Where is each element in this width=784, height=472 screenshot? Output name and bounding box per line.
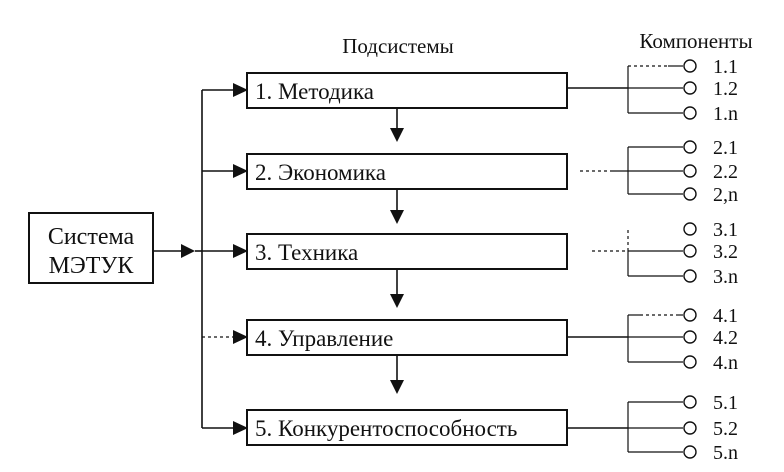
component-node xyxy=(683,106,697,120)
subsystem-label: 5. Конкурентоспособность xyxy=(255,416,517,441)
system-label-line1: Система xyxy=(48,224,135,250)
system-box xyxy=(28,212,154,284)
system-label-line2: МЭТУК xyxy=(49,253,135,279)
component-node xyxy=(683,140,697,154)
component-label: 2.2 xyxy=(713,161,738,183)
component-node xyxy=(683,222,697,236)
component-node xyxy=(683,308,697,322)
subsystem-box xyxy=(246,409,568,446)
component-node xyxy=(683,244,697,258)
component-label: 3.1 xyxy=(713,219,738,241)
component-label: 5.n xyxy=(713,442,738,464)
component-label: 1.1 xyxy=(713,56,738,78)
component-node xyxy=(683,395,697,409)
subsystem-box xyxy=(246,72,568,109)
component-label: 2.1 xyxy=(713,137,738,159)
component-label: 5.1 xyxy=(713,392,738,414)
subsystem-5: 5. Конкурентоспособность 5.1 5.2 5.n xyxy=(202,392,738,464)
component-node xyxy=(683,81,697,95)
subsystem-label: 2. Экономика xyxy=(255,160,386,185)
subsystem-label: 1. Методика xyxy=(255,79,374,104)
subsystem-3: 3. Техника 3.1 3.2 3.n xyxy=(202,219,738,288)
subsystem-1: 1. Методика 1.1 1.2 1.n xyxy=(202,56,738,125)
component-node xyxy=(683,59,697,73)
subsystem-box xyxy=(246,233,568,270)
component-label: 4.2 xyxy=(713,327,738,349)
subsystem-label: 4. Управление xyxy=(255,326,393,351)
component-label: 4.n xyxy=(713,352,738,374)
component-node xyxy=(683,445,697,459)
sequence-arrows xyxy=(390,108,404,394)
component-node xyxy=(683,355,697,369)
component-label: 5.2 xyxy=(713,418,738,440)
component-node xyxy=(683,187,697,201)
component-label: 1.n xyxy=(713,103,738,125)
component-node xyxy=(683,330,697,344)
component-node xyxy=(683,164,697,178)
component-label: 3.2 xyxy=(713,241,738,263)
component-label: 2,n xyxy=(713,184,738,206)
subsystem-box xyxy=(246,153,568,190)
subsystem-label: 3. Техника xyxy=(255,240,358,265)
subsystems-header: Подсистемы xyxy=(342,34,454,58)
component-label: 1.2 xyxy=(713,78,738,100)
subsystem-2: 2. Экономика 2.1 2.2 2,n xyxy=(202,137,738,206)
system-connector xyxy=(153,90,203,428)
component-node xyxy=(683,421,697,435)
component-label: 3.n xyxy=(713,266,738,288)
subsystem-box xyxy=(246,319,568,356)
component-node xyxy=(683,269,697,283)
system-node: Система МЭТУК xyxy=(28,212,154,284)
components-header: Компоненты xyxy=(639,29,752,53)
component-label: 4.1 xyxy=(713,305,738,327)
subsystem-4: 4. Управление 4.1 4.2 4.n xyxy=(202,305,738,374)
